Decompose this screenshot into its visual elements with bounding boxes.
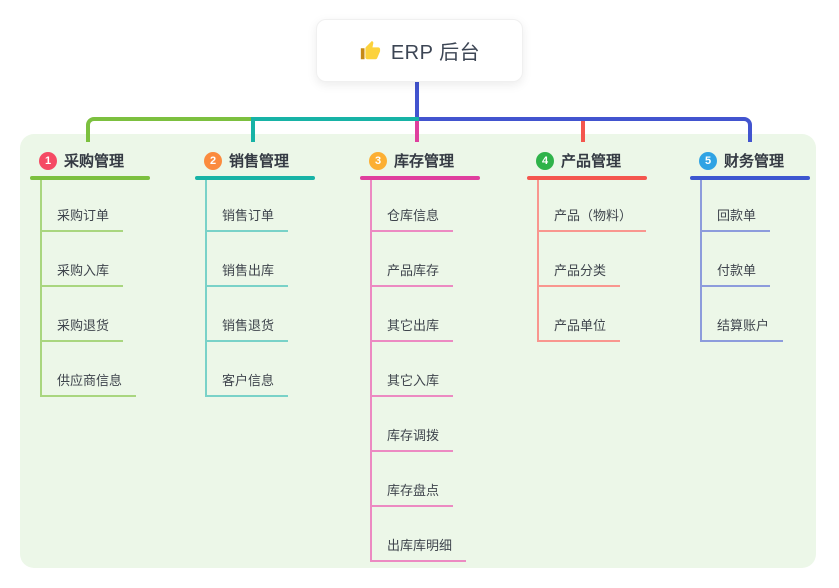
child-node: 产品分类 <box>527 232 647 287</box>
child-node-label[interactable]: 产品单位 <box>537 315 621 342</box>
child-node: 仓库信息 <box>360 180 480 232</box>
child-node: 销售出库 <box>195 232 315 287</box>
branch-underline <box>195 176 315 180</box>
child-node-label[interactable]: 客户信息 <box>205 370 289 397</box>
root-node[interactable]: ERP 后台 <box>316 19 523 82</box>
child-node-label[interactable]: 销售订单 <box>205 205 289 232</box>
child-node: 结算账户 <box>690 287 810 342</box>
branch-trunk-line <box>537 180 539 342</box>
child-node-label[interactable]: 结算账户 <box>700 315 784 342</box>
child-node-label[interactable]: 供应商信息 <box>40 370 137 397</box>
child-node: 库存调拨 <box>360 397 480 452</box>
child-node-label[interactable]: 库存盘点 <box>370 480 454 507</box>
child-node: 库存盘点 <box>360 452 480 507</box>
child-node: 产品库存 <box>360 232 480 287</box>
child-node-label[interactable]: 其它出库 <box>370 315 454 342</box>
branch2-connector-line <box>251 117 419 142</box>
branch1-connector-line <box>86 117 253 142</box>
branch-underline <box>360 176 480 180</box>
branch-number-badge: 1 <box>39 151 57 170</box>
child-node: 回款单 <box>690 180 810 232</box>
branch-3: 3 库存管理 仓库信息 产品库存 其它出库 其它入库 库存调拨 库存盘点 出库库… <box>360 145 480 562</box>
branch-trunk-line <box>40 180 42 397</box>
branch-title[interactable]: 5 财务管理 <box>690 145 810 176</box>
child-node-label[interactable]: 其它入库 <box>370 370 454 397</box>
branch-children: 销售订单 销售出库 销售退货 客户信息 <box>195 180 315 397</box>
root-node-title: ERP 后台 <box>390 42 481 64</box>
branch-underline <box>30 176 150 180</box>
branch-underline <box>690 176 810 180</box>
branch-trunk-line <box>700 180 702 342</box>
child-node: 采购退货 <box>30 287 150 342</box>
child-node: 产品单位 <box>527 287 647 342</box>
child-node: 产品（物料） <box>527 180 647 232</box>
branch-title-label: 财务管理 <box>724 153 785 170</box>
branch-number-badge: 2 <box>204 151 222 170</box>
child-node: 其它入库 <box>360 342 480 397</box>
child-node-label[interactable]: 仓库信息 <box>370 205 454 232</box>
child-node: 付款单 <box>690 232 810 287</box>
branches-board <box>20 134 816 568</box>
branch-title-label: 采购管理 <box>64 153 125 170</box>
child-node-label[interactable]: 采购订单 <box>40 205 124 232</box>
branch-title-label: 库存管理 <box>394 153 455 170</box>
child-node: 销售退货 <box>195 287 315 342</box>
branch4-connector-line <box>581 121 585 142</box>
branch-2: 2 销售管理 销售订单 销售出库 销售退货 客户信息 <box>195 145 315 397</box>
branch-title-label: 产品管理 <box>561 153 622 170</box>
branch-number-badge: 3 <box>369 151 387 170</box>
branch-underline <box>527 176 647 180</box>
branch-number-badge: 5 <box>699 151 717 170</box>
child-node: 采购入库 <box>30 232 150 287</box>
branch-4: 4 产品管理 产品（物料） 产品分类 产品单位 <box>527 145 647 342</box>
child-node-label[interactable]: 产品库存 <box>370 260 454 287</box>
child-node-label[interactable]: 采购入库 <box>40 260 124 287</box>
child-node-label[interactable]: 回款单 <box>700 205 771 232</box>
child-node-label[interactable]: 付款单 <box>700 260 771 287</box>
root-connector-line <box>415 81 419 118</box>
child-node-label[interactable]: 采购退货 <box>40 315 124 342</box>
branch-trunk-line <box>205 180 207 397</box>
child-node-label[interactable]: 销售退货 <box>205 315 289 342</box>
child-node: 客户信息 <box>195 342 315 397</box>
child-node: 销售订单 <box>195 180 315 232</box>
child-node-label[interactable]: 出库库明细 <box>370 535 467 562</box>
child-node: 其它出库 <box>360 287 480 342</box>
branch-1: 1 采购管理 采购订单 采购入库 采购退货 供应商信息 <box>30 145 150 397</box>
branch-title[interactable]: 2 销售管理 <box>195 145 315 176</box>
child-node: 出库库明细 <box>360 507 480 562</box>
branch-5: 5 财务管理 回款单 付款单 结算账户 <box>690 145 810 342</box>
branch-number-badge: 4 <box>536 151 554 170</box>
child-node-label[interactable]: 产品分类 <box>537 260 621 287</box>
child-node: 供应商信息 <box>30 342 150 397</box>
child-node: 采购订单 <box>30 180 150 232</box>
thumbs-up-icon <box>359 40 381 62</box>
branch-children: 仓库信息 产品库存 其它出库 其它入库 库存调拨 库存盘点 出库库明细 <box>360 180 480 562</box>
branch-title[interactable]: 3 库存管理 <box>360 145 480 176</box>
child-node-label[interactable]: 产品（物料） <box>537 205 647 232</box>
branch-title[interactable]: 1 采购管理 <box>30 145 150 176</box>
branch-title-label: 销售管理 <box>229 153 290 170</box>
branch3-connector-line <box>415 121 419 142</box>
branch-trunk-line <box>370 180 372 562</box>
branch5-connector-line <box>419 117 752 142</box>
child-node-label[interactable]: 库存调拨 <box>370 425 454 452</box>
child-node-label[interactable]: 销售出库 <box>205 260 289 287</box>
branch-children: 采购订单 采购入库 采购退货 供应商信息 <box>30 180 150 397</box>
branch-children: 产品（物料） 产品分类 产品单位 <box>527 180 647 342</box>
branch-children: 回款单 付款单 结算账户 <box>690 180 810 342</box>
branch-title[interactable]: 4 产品管理 <box>527 145 647 176</box>
